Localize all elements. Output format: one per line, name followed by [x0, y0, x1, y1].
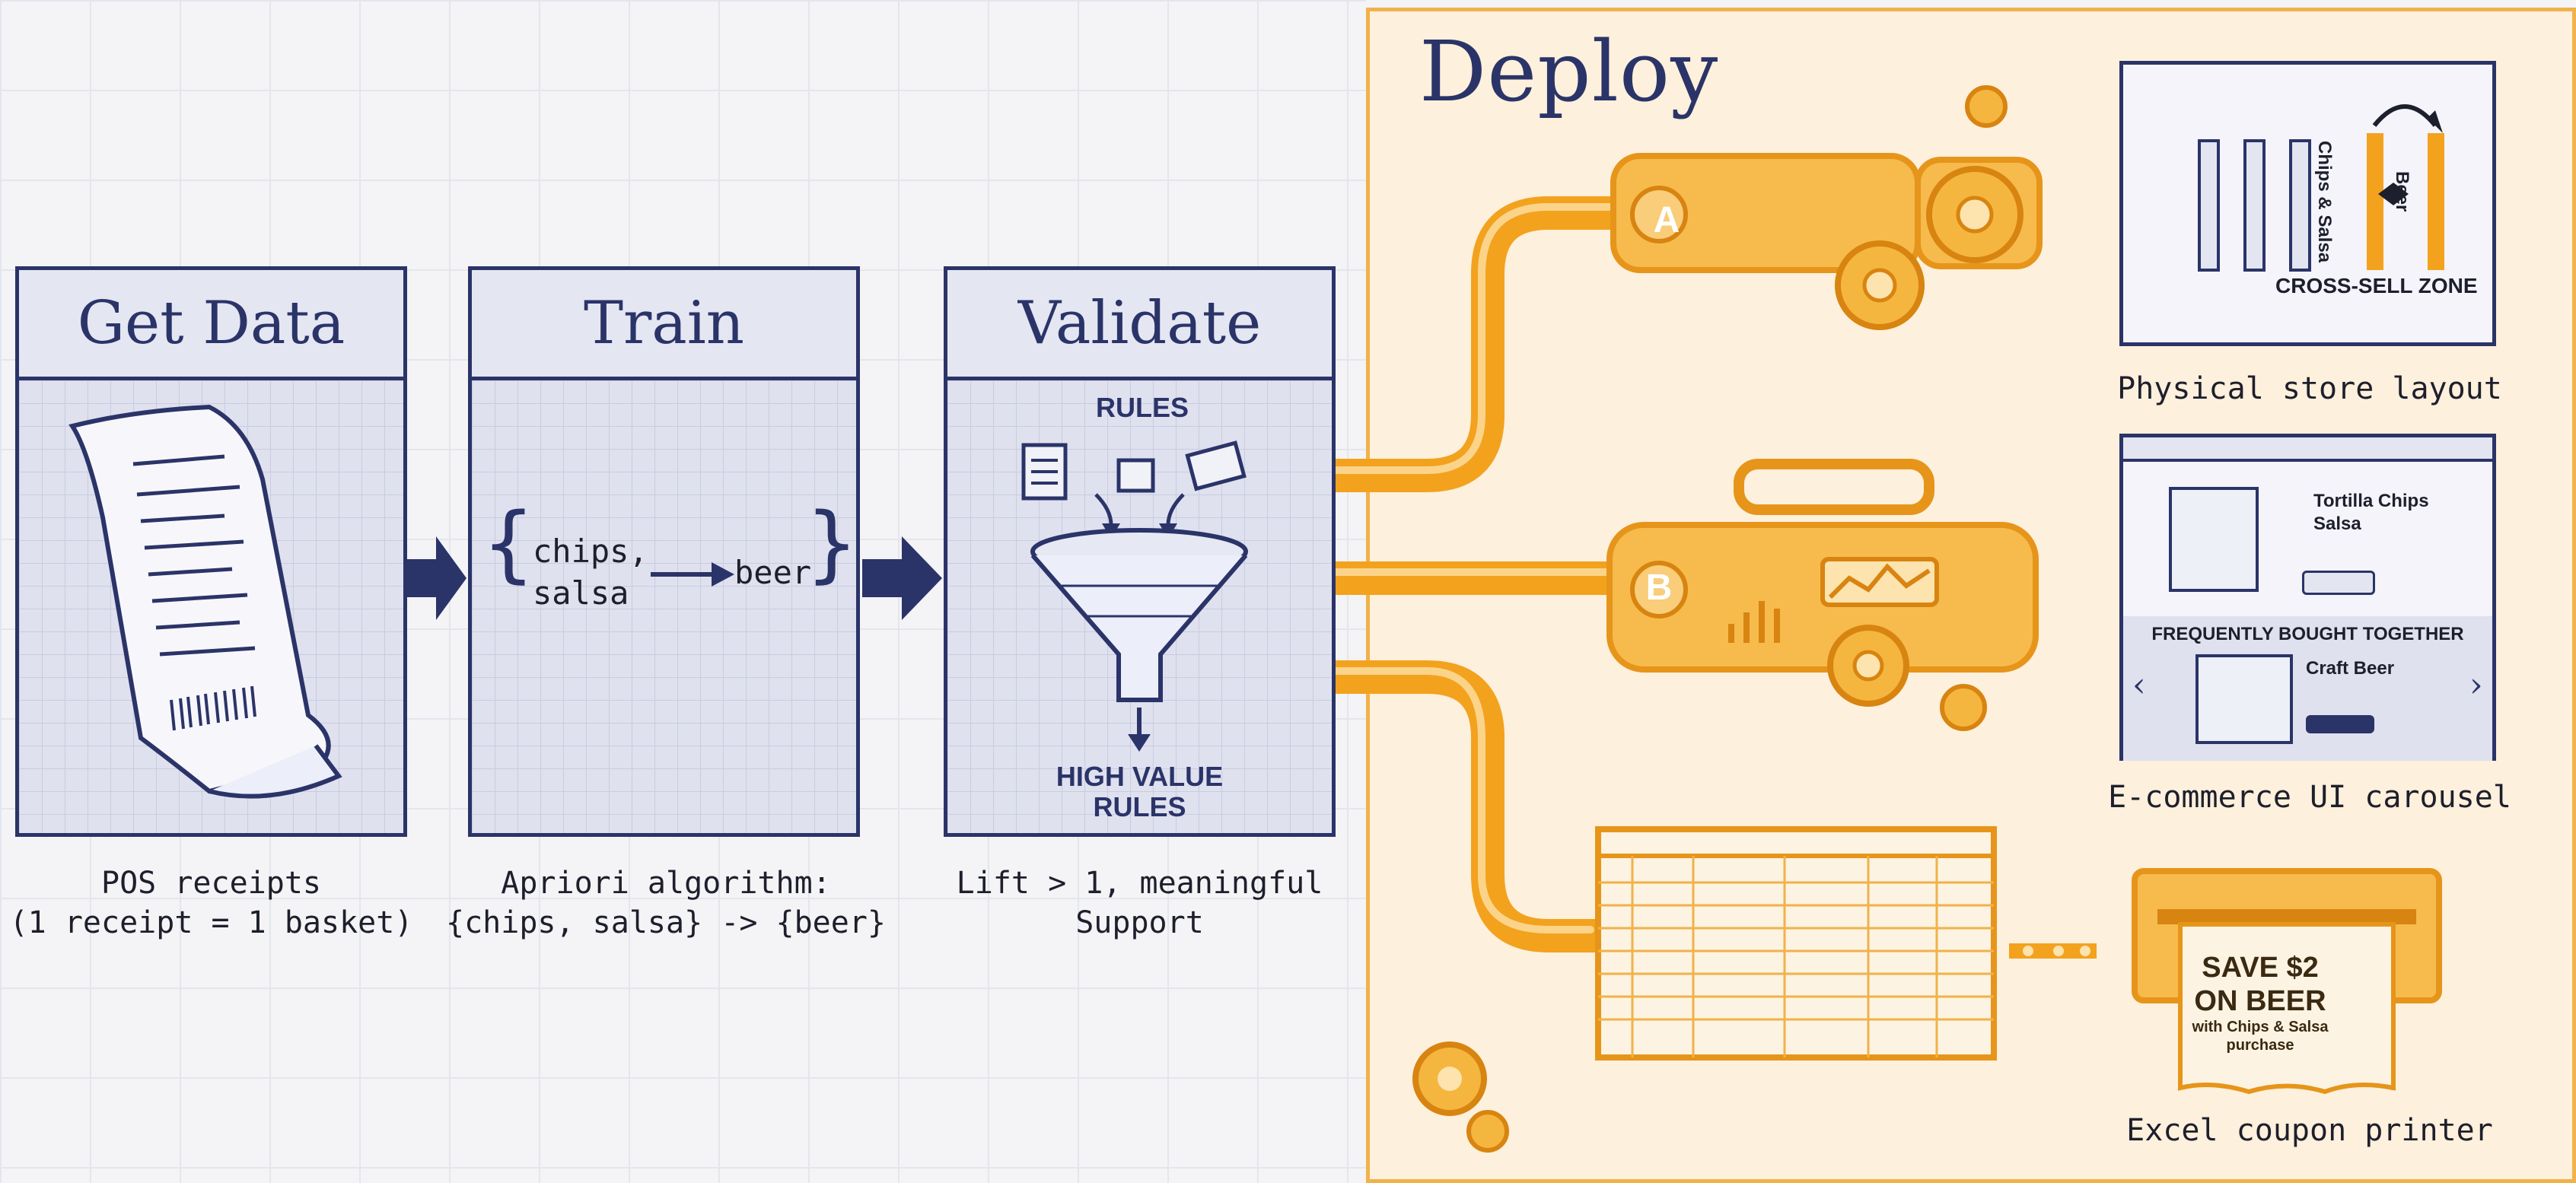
rules-label: RULES — [1096, 392, 1189, 423]
chevron-left-icon[interactable]: ‹ — [2132, 666, 2146, 704]
deploy-pipes — [1336, 85, 2442, 1153]
aisle-label-chips-salsa: Chips & Salsa — [2314, 141, 2335, 263]
output-caption: Excel coupon printer — [2126, 1113, 2493, 1148]
chips-product-image — [2169, 487, 2259, 592]
beer-product-image — [2195, 654, 2293, 744]
stage-caption: POS receipts (1 receipt = 1 basket) — [0, 863, 422, 943]
coupon-line: SAVE $2 — [2202, 952, 2319, 984]
product-name-line: Tortilla Chips — [2313, 491, 2429, 511]
rule-lhs-item-1: chips, — [533, 533, 648, 570]
caption-line: Apriori algorithm: — [501, 866, 831, 901]
receipt-icon — [68, 404, 342, 799]
product-name: Craft Beer — [2306, 658, 2395, 679]
open-brace: { — [483, 495, 534, 592]
stage-caption: Apriori algorithm: {chips, salsa} -> {be… — [438, 863, 894, 943]
caption-line: (1 receipt = 1 basket) — [9, 905, 413, 940]
coupon-line: purchase — [2226, 1037, 2294, 1054]
stage-validate: Validate RULES HIGH VALUE — [944, 266, 1336, 837]
stage-body: RULES HIGH VALUE RULES — [947, 380, 1332, 833]
deploy-title: Deploy — [1419, 23, 1719, 120]
stage-title: Train — [472, 270, 856, 380]
browser-bar — [2123, 437, 2492, 462]
output-caption: E-commerce UI carousel — [2108, 780, 2511, 815]
caption-line: POS receipts — [101, 866, 321, 901]
high-value-label-1: HIGH VALUE — [1056, 761, 1224, 792]
machine-a-badge: A — [1653, 200, 1680, 240]
rule-lhs-item-2: salsa — [533, 574, 629, 612]
close-brace: } — [807, 495, 858, 592]
high-value-label-2: RULES — [1093, 791, 1186, 822]
rule-arrow-icon — [651, 562, 734, 587]
caption-line: Support — [1075, 905, 1204, 940]
store-layout-map: Chips & Salsa Beer CROSS-SELL ZONE — [2119, 61, 2496, 346]
stage-body — [19, 380, 403, 833]
cross-sell-zone-label: CROSS-SELL ZONE — [2275, 274, 2478, 297]
add-beer-button[interactable] — [2306, 715, 2374, 733]
stage-title: Get Data — [19, 270, 403, 380]
frequently-bought-label: FREQUENTLY BOUGHT TOGETHER — [2151, 624, 2464, 644]
machine-b-badge: B — [1645, 568, 1673, 608]
stage-get-data: Get Data — [15, 266, 407, 837]
ecommerce-carousel: Tortilla Chips Salsa FREQUENTLY BOUGHT T… — [2119, 434, 2496, 761]
stage-title: Validate — [947, 270, 1332, 380]
add-to-cart-button[interactable] — [2302, 571, 2375, 595]
aisle-label-beer: Beer — [2392, 171, 2412, 212]
funnel-filter-icon — [1021, 440, 1248, 752]
stage-caption: Lift > 1, meaningful Support — [928, 863, 1351, 943]
product-name-line: Salsa — [2313, 514, 2361, 534]
output-caption: Physical store layout — [2117, 371, 2502, 406]
stage-body: { chips, salsa beer } — [472, 380, 858, 833]
chevron-right-icon[interactable]: › — [2469, 666, 2483, 704]
coupon-line: with Chips & Salsa — [2192, 1019, 2329, 1035]
flow-arrow-icon — [862, 536, 942, 620]
flow-arrow-icon — [407, 536, 466, 620]
coupon-text: SAVE $2 ON BEER with Chips & Salsa purch… — [2184, 951, 2336, 1054]
caption-line: Lift > 1, meaningful — [956, 866, 1323, 901]
stage-train: Train { chips, salsa beer } — [468, 266, 860, 837]
rule-rhs-item: beer — [734, 554, 812, 591]
caption-line: {chips, salsa} -> {beer} — [446, 905, 886, 940]
frequently-bought-section — [2123, 616, 2492, 761]
coupon-line: ON BEER — [2194, 985, 2326, 1017]
store-floorplan — [2198, 104, 2444, 272]
